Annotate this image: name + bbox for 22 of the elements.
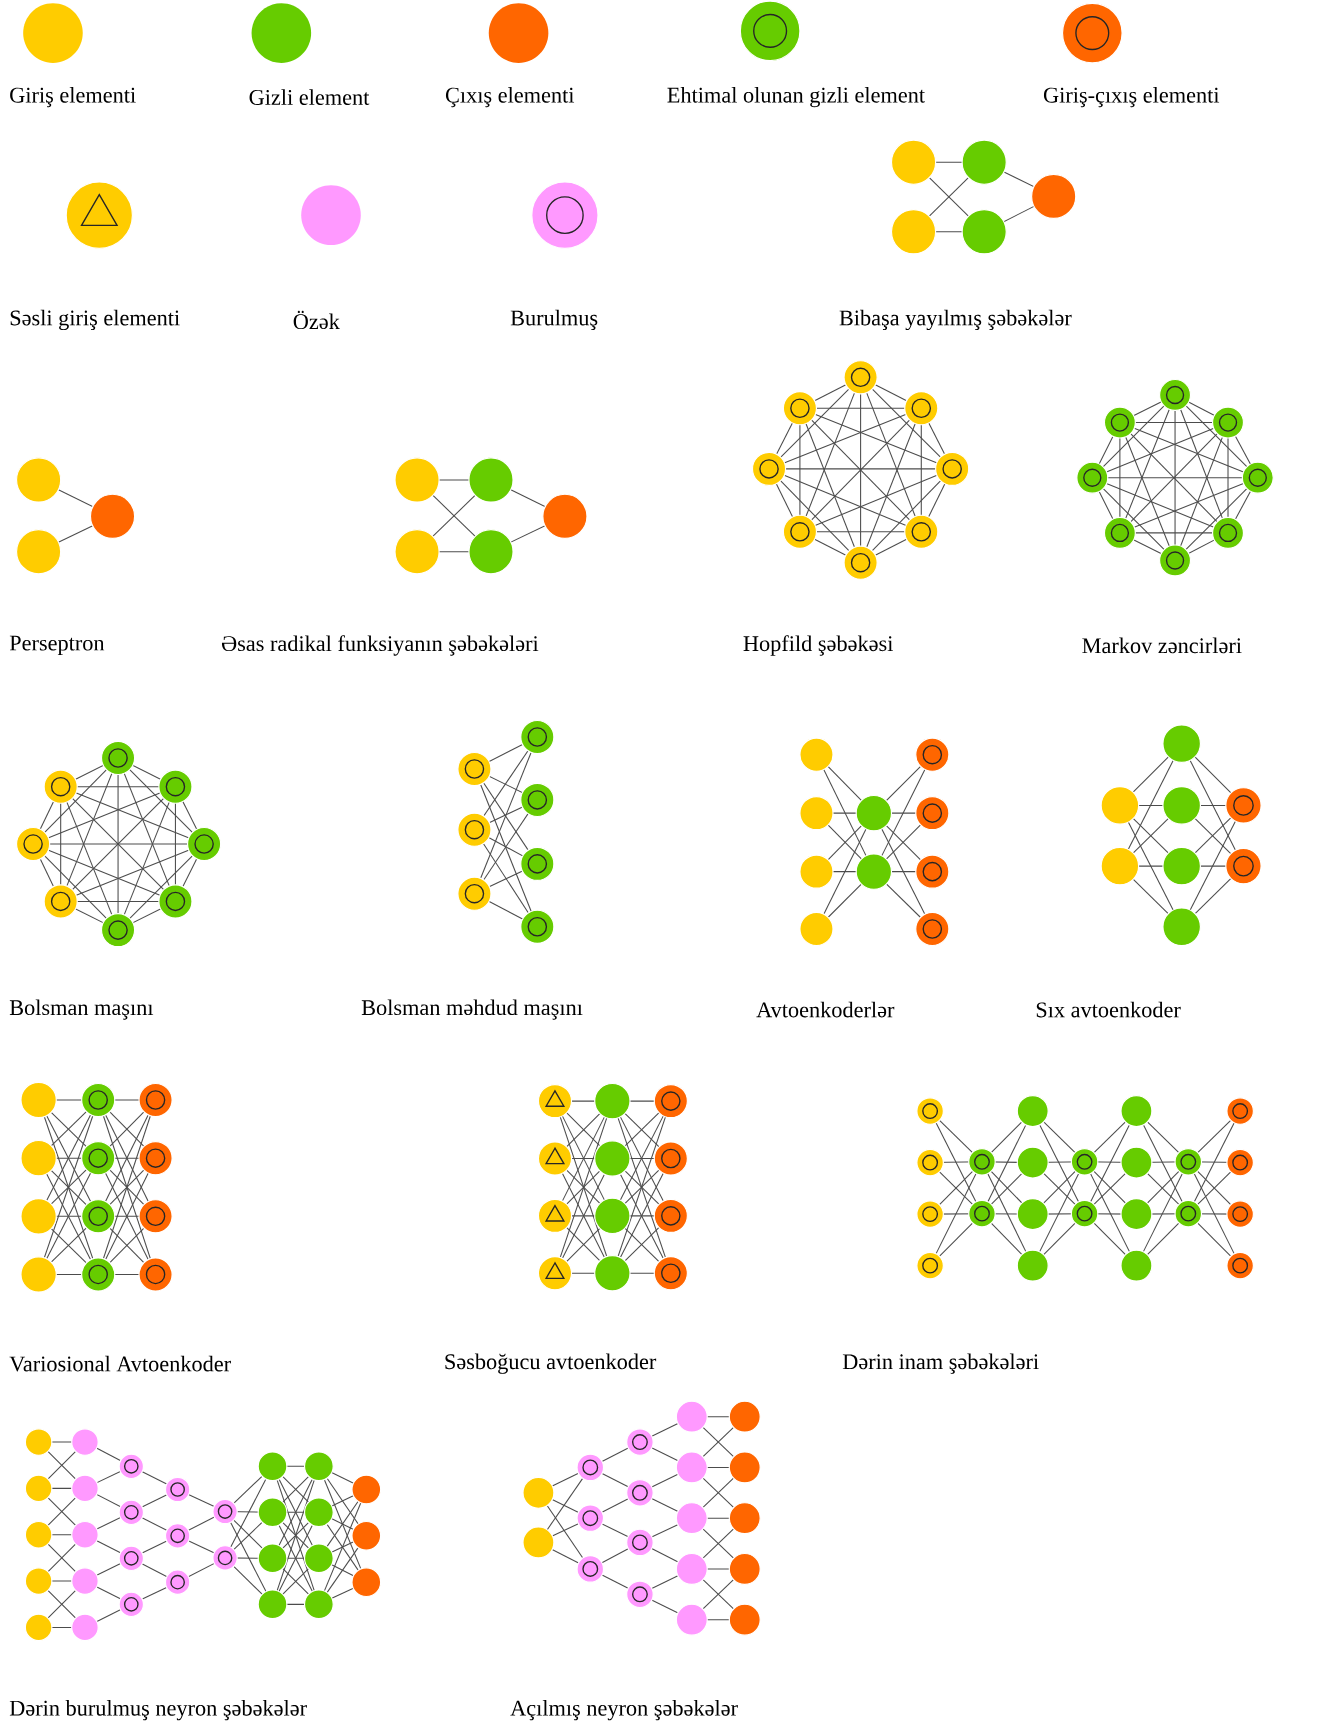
network-caption: Perseptron: [9, 635, 104, 656]
network-caption: Hopfild şəbəkəsi: [743, 635, 893, 656]
network-caption: Dərin burulmuş neyron şəbəkələr: [9, 1700, 307, 1721]
legend-label: Giriş elementi: [9, 86, 136, 108]
legend-label: Gizli element: [249, 89, 369, 105]
network-caption: Sıx avtoenkoder: [1036, 1001, 1181, 1018]
legend-label: Ehtimal olunan gizli element: [667, 86, 925, 108]
network-caption: Variosional Avtoenkoder: [9, 1355, 231, 1372]
network-caption: Bolsman maşını: [9, 999, 153, 1020]
legend-label: Giriş-çıxış elementi: [1043, 86, 1219, 108]
network-caption: Bolsman məhdud maşını: [361, 999, 583, 1020]
network-caption: Səsboğucu avtoenkoder: [445, 1353, 656, 1374]
legend-label: Özək: [293, 310, 340, 330]
network-caption: Əsas radikal funksiyanın şəbəkələri: [221, 635, 539, 656]
network-caption: Bibaşa yayılmış şəbəkələr: [839, 309, 1072, 331]
network-caption: Dərin inam şəbəkələri: [842, 1353, 1039, 1374]
network-caption: Avtoenkoderlər: [756, 1001, 895, 1018]
legend-label: Səsli giriş elementi: [10, 309, 180, 331]
legend-label: Çıxış elementi: [445, 86, 574, 108]
network-caption: Markov zəncirləri: [1082, 637, 1242, 654]
network-caption: Açılmış neyron şəbəkələr: [510, 1700, 738, 1721]
legend-label: Burulmuş: [510, 309, 598, 331]
